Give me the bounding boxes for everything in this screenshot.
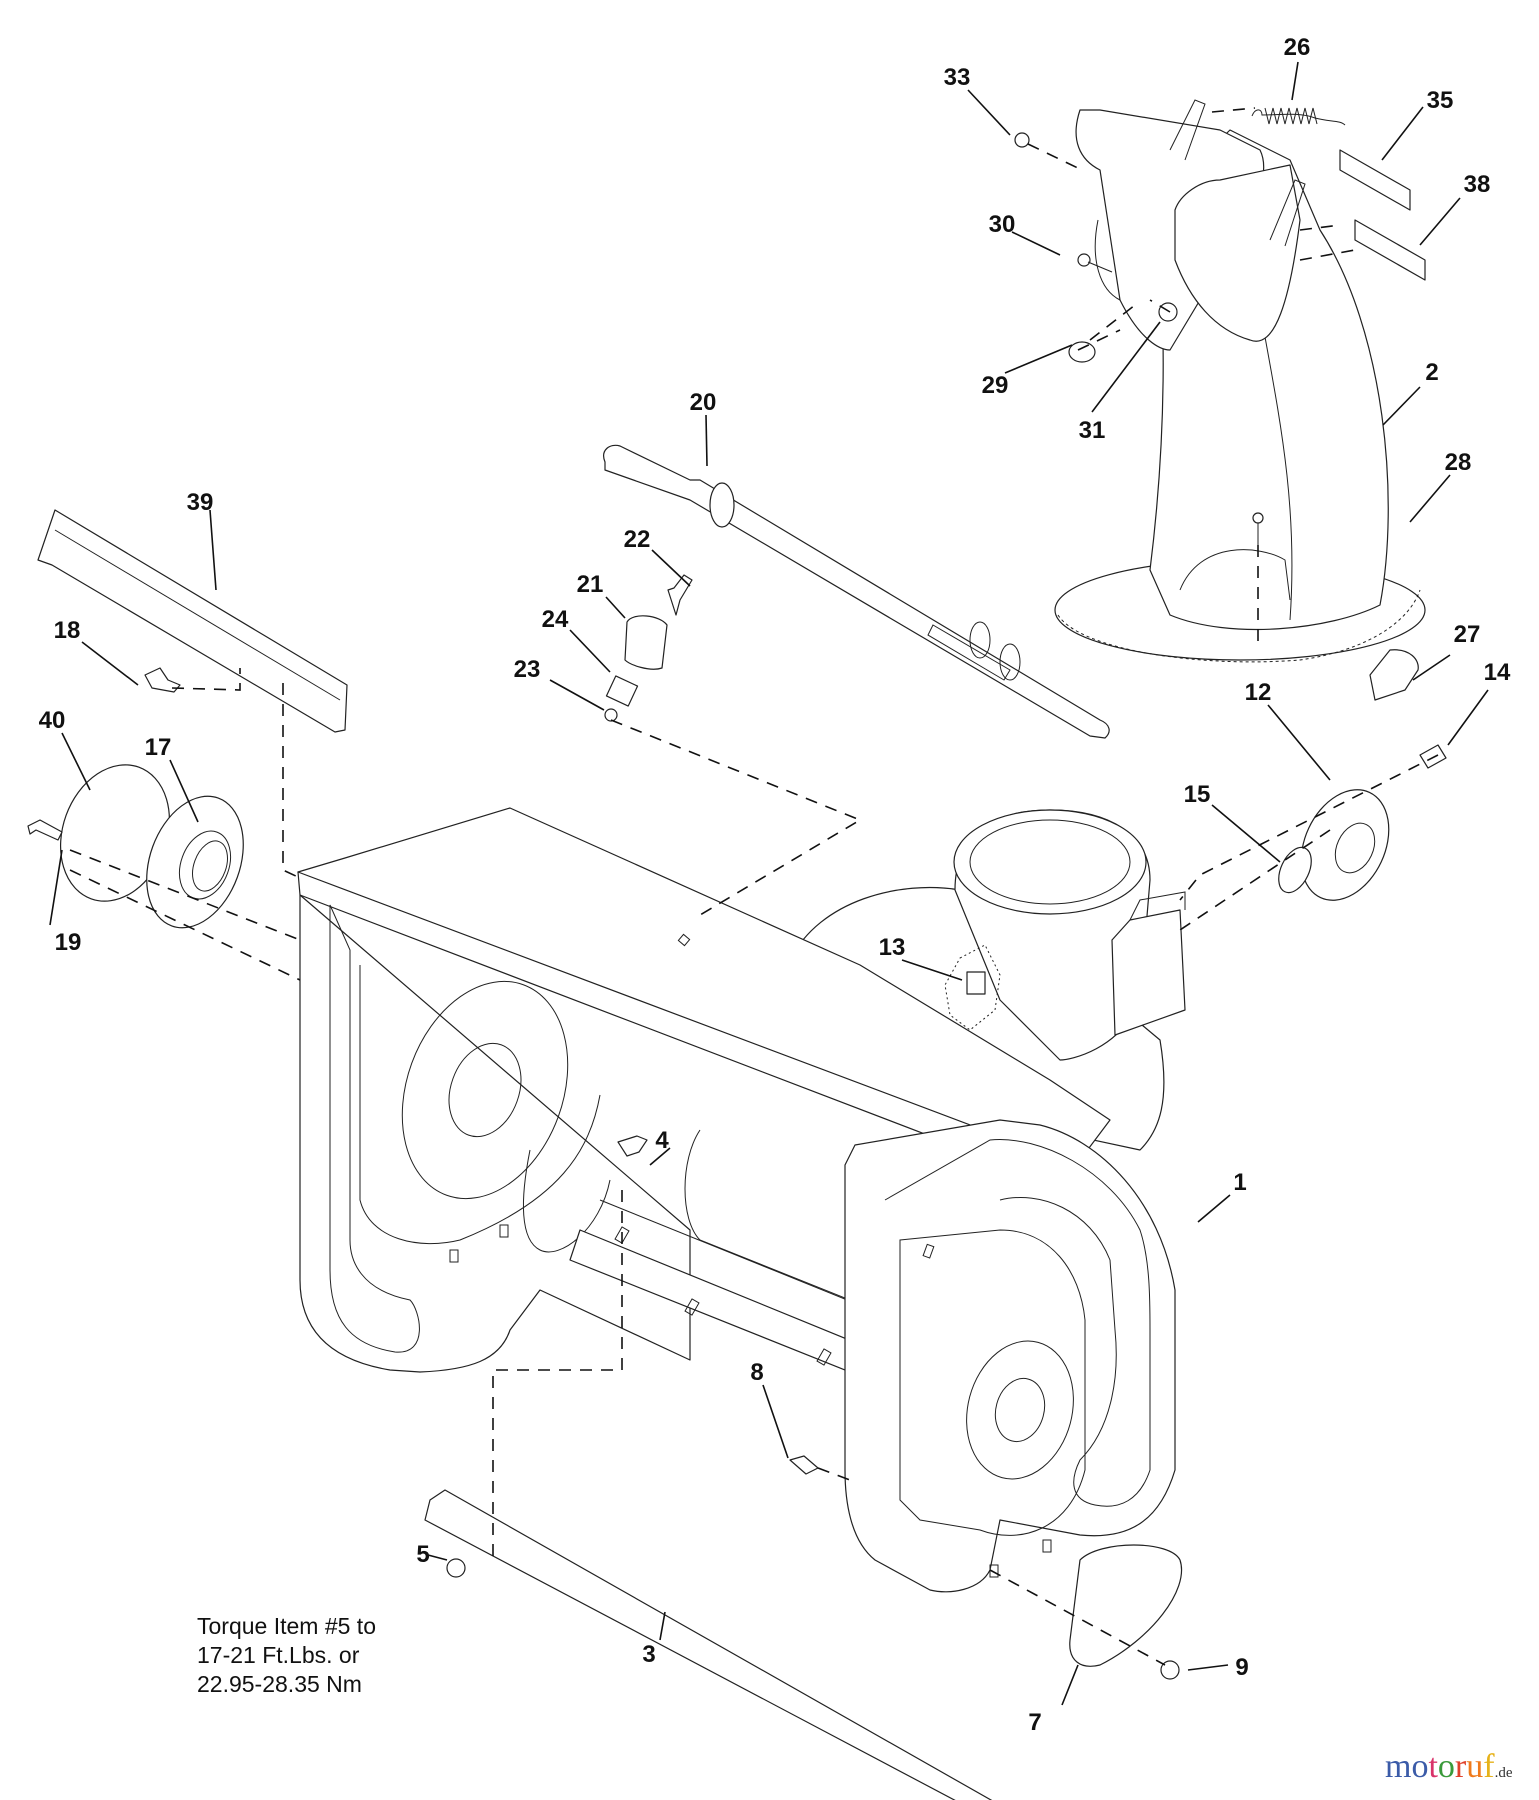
watermark-letter: f (1483, 1748, 1495, 1785)
callout-12[interactable]: 12 (1245, 679, 1272, 706)
bearing-flange-12 (1300, 789, 1390, 901)
torque-note: Torque Item #5 to 17-21 Ft.Lbs. or 22.95… (197, 1612, 376, 1699)
bolt-14 (1419, 744, 1447, 769)
callout-38[interactable]: 38 (1464, 171, 1491, 198)
washer-29 (1068, 341, 1096, 363)
bolt-18 (144, 667, 181, 693)
bearing-flange-17[interactable] (129, 783, 260, 942)
callout-24[interactable]: 24 (542, 606, 569, 633)
bolt-22 (667, 574, 693, 616)
discharge-chute[interactable] (1054, 99, 1426, 701)
watermark-letter: t (1428, 1748, 1438, 1785)
spring-26[interactable] (1251, 107, 1346, 126)
scraper-bar-3 (424, 1489, 993, 1800)
callout-30[interactable]: 30 (989, 211, 1016, 238)
callout-17[interactable]: 17 (145, 734, 172, 761)
callout-35[interactable]: 35 (1427, 87, 1454, 114)
shave-plate-39[interactable] (37, 509, 348, 733)
leader-lines (49, 61, 1489, 1706)
nut-5 (446, 1558, 466, 1578)
callout-8[interactable]: 8 (750, 1359, 763, 1386)
callout-31[interactable]: 31 (1079, 417, 1106, 444)
callout-27[interactable]: 27 (1454, 621, 1481, 648)
auger-housing[interactable] (297, 807, 1176, 1593)
callout-33[interactable]: 33 (944, 64, 971, 91)
callout-14[interactable]: 14 (1484, 659, 1511, 686)
watermark-letter: o (1437, 1748, 1455, 1785)
callout-39[interactable]: 39 (187, 489, 214, 516)
callout-13[interactable]: 13 (879, 934, 906, 961)
watermark-suffix: .de (1494, 1765, 1513, 1781)
callout-3[interactable]: 3 (642, 1641, 655, 1668)
callout-4[interactable]: 4 (655, 1127, 669, 1154)
callout-2[interactable]: 2 (1425, 359, 1438, 386)
callout-29[interactable]: 29 (982, 372, 1009, 399)
assembly-lines (69, 107, 1439, 1666)
callout-1[interactable]: 1 (1233, 1169, 1246, 1196)
torque-note-line: 17-21 Ft.Lbs. or (197, 1642, 360, 1668)
watermark-letter: m (1385, 1748, 1412, 1785)
carriage-bolt-4 (617, 1135, 648, 1157)
callout-40[interactable]: 40 (39, 707, 66, 734)
callout-15[interactable]: 15 (1184, 781, 1211, 808)
callout-23[interactable]: 23 (514, 656, 541, 683)
nut-23 (604, 708, 618, 722)
callout-9[interactable]: 9 (1235, 1654, 1248, 1681)
watermark-letter: o (1411, 1748, 1429, 1785)
bolt-30 (1077, 253, 1091, 267)
watermark-letter: r (1454, 1748, 1467, 1785)
watermark-letter: u (1466, 1748, 1484, 1785)
chute-crank-rod[interactable] (603, 444, 1110, 739)
washer-33 (1014, 132, 1030, 148)
decal-35 (1339, 149, 1411, 211)
spacer-24 (605, 675, 639, 707)
callout-28[interactable]: 28 (1445, 449, 1472, 476)
clip-13 (966, 971, 986, 995)
carriage-bolt-8 (789, 1455, 819, 1475)
nut-31 (1158, 302, 1178, 322)
crank-bracket-21[interactable] (624, 615, 668, 670)
callout-labels: 1 2 3 4 5 7 8 9 12 13 14 15 17 18 19 20 … (39, 34, 1511, 1736)
skid-shoe-7 (1069, 1544, 1183, 1667)
callout-19[interactable]: 19 (55, 929, 82, 956)
callout-26[interactable]: 26 (1284, 34, 1311, 61)
callout-7[interactable]: 7 (1028, 1709, 1041, 1736)
callout-22[interactable]: 22 (624, 526, 651, 553)
callout-20[interactable]: 20 (690, 389, 717, 416)
chute-clamp-27 (1369, 649, 1419, 701)
torque-note-line: Torque Item #5 to (197, 1613, 376, 1639)
bolt-19 (27, 819, 63, 841)
callout-18[interactable]: 18 (54, 617, 81, 644)
torque-note-line: 22.95-28.35 Nm (197, 1671, 362, 1697)
callout-21[interactable]: 21 (577, 571, 604, 598)
decal-38 (1354, 219, 1426, 281)
callout-5[interactable]: 5 (416, 1541, 429, 1568)
watermark-logo: motoruf.de (1385, 1748, 1512, 1786)
nut-9 (1160, 1660, 1180, 1680)
chute-collar[interactable] (944, 809, 1186, 1061)
